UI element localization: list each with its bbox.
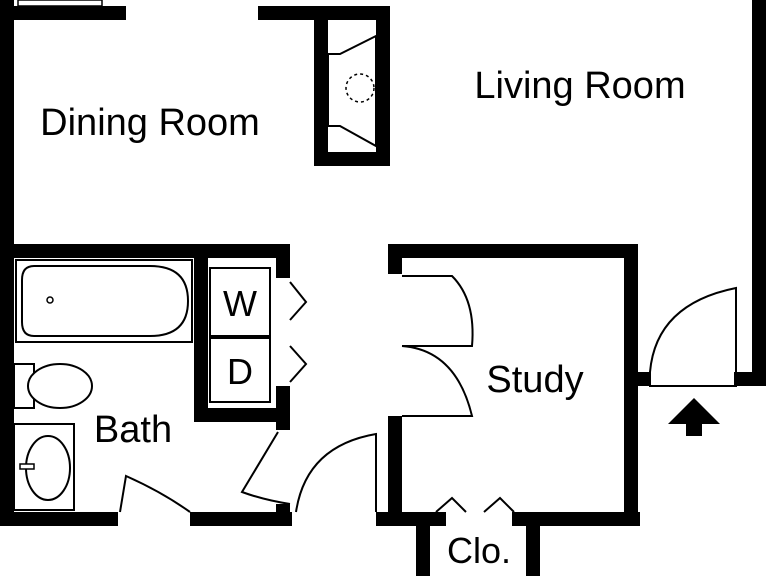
wall-laundry-bottom bbox=[194, 408, 290, 422]
wall-bath-bottom-right bbox=[190, 512, 292, 526]
wall-bath-top bbox=[0, 244, 290, 258]
door-bath-hall[interactable] bbox=[240, 431, 291, 505]
door-study-lower[interactable] bbox=[401, 345, 474, 417]
sink-icon bbox=[13, 423, 75, 511]
wall-study-left-top bbox=[388, 244, 402, 274]
wall-left-lower bbox=[0, 244, 14, 526]
door-laundry-upper[interactable] bbox=[289, 281, 308, 321]
toilet-icon bbox=[13, 363, 93, 409]
door-entry[interactable] bbox=[649, 286, 737, 387]
wall-study-right bbox=[624, 244, 638, 386]
wall-left-upper bbox=[0, 0, 14, 246]
label-living-room: Living Room bbox=[474, 65, 685, 107]
fireplace-icon bbox=[327, 34, 377, 148]
label-closet: Clo. bbox=[447, 530, 511, 571]
wall-fireplace-left bbox=[314, 6, 328, 166]
wall-right-stub bbox=[734, 372, 766, 386]
door-laundry-lower[interactable] bbox=[289, 345, 308, 383]
label-washer: W bbox=[223, 283, 257, 324]
wall-laundry-left bbox=[194, 258, 208, 422]
wall-laundry-right-top bbox=[276, 244, 290, 278]
wall-fireplace-bottom bbox=[314, 152, 390, 166]
wall-study-bottom-left bbox=[376, 512, 446, 526]
door-hall[interactable] bbox=[295, 432, 377, 513]
wall-fireplace-right bbox=[376, 6, 390, 166]
wall-laundry-right-bottom bbox=[276, 386, 290, 430]
wall-study-left-bottom bbox=[388, 416, 402, 526]
entry-arrow-icon bbox=[668, 398, 720, 436]
dryer bbox=[209, 337, 271, 403]
wall-study-right-lower bbox=[624, 386, 638, 526]
label-study: Study bbox=[486, 359, 583, 401]
wall-right bbox=[752, 0, 766, 386]
door-bath-bottom[interactable] bbox=[119, 474, 191, 513]
door-closet-left[interactable] bbox=[435, 496, 467, 513]
wall-study-right-stub bbox=[624, 372, 650, 386]
wall-hall-left-stub bbox=[276, 504, 290, 526]
wall-closet-left bbox=[416, 512, 430, 576]
label-dining-room: Dining Room bbox=[40, 102, 260, 144]
wall-bath-bottom-left bbox=[0, 512, 118, 526]
doors bbox=[119, 275, 737, 513]
wall-study-top bbox=[388, 244, 638, 258]
label-bath: Bath bbox=[94, 409, 172, 451]
door-study-upper[interactable] bbox=[402, 275, 474, 347]
wall-top-left bbox=[14, 6, 126, 20]
bathtub-icon bbox=[15, 259, 193, 343]
label-dryer: D bbox=[227, 351, 253, 392]
washer bbox=[209, 267, 271, 337]
laundry-closet bbox=[209, 267, 271, 403]
wall-study-bottom-right bbox=[512, 512, 640, 526]
wall-closet-right bbox=[526, 512, 540, 576]
window-top-left bbox=[17, 0, 103, 7]
door-closet-right[interactable] bbox=[483, 496, 515, 513]
